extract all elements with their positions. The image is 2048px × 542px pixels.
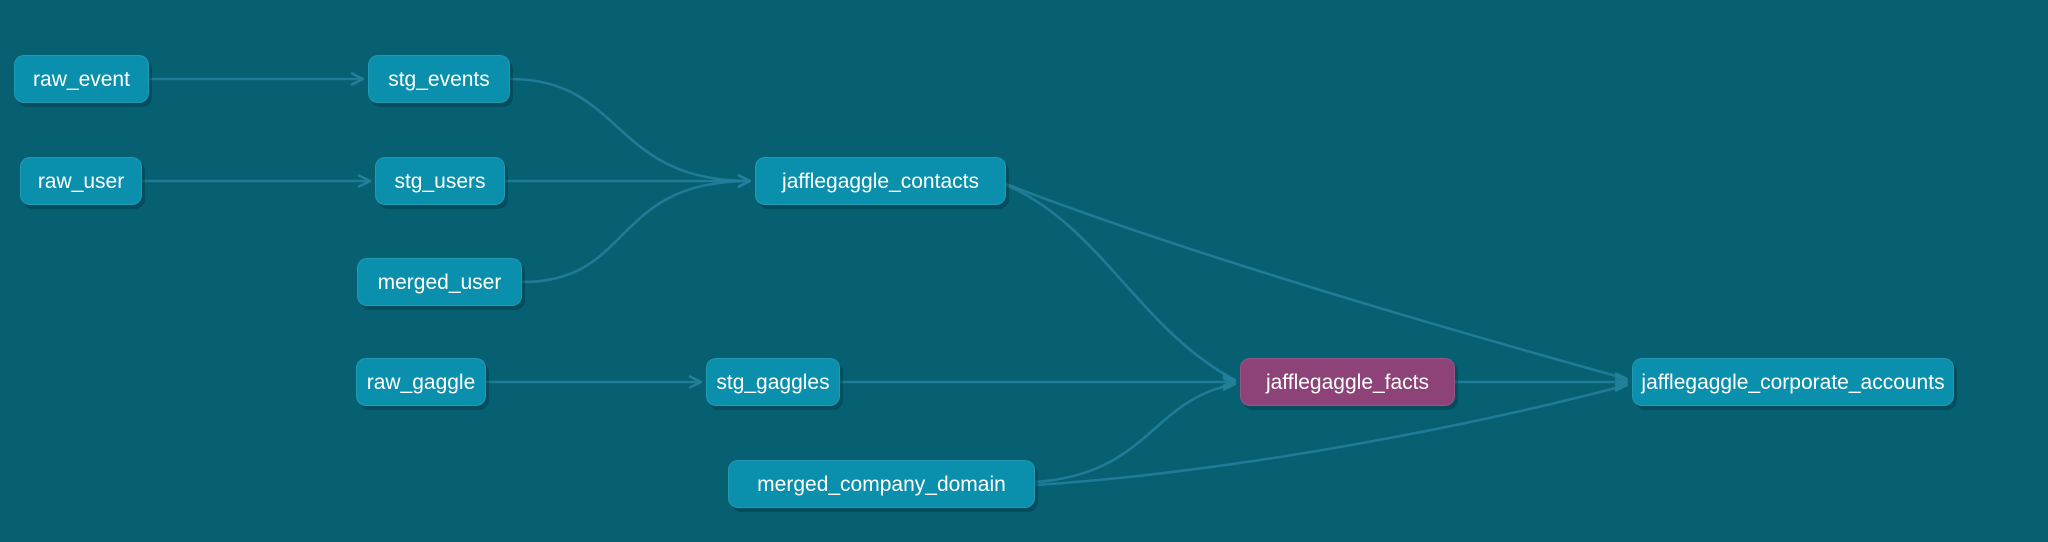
edge-jafflegaggle_contacts-to-jafflegaggle_facts <box>1005 183 1235 380</box>
graph-node-raw_gaggle[interactable]: raw_gaggle <box>356 358 486 406</box>
graph-node-raw_event[interactable]: raw_event <box>14 55 149 103</box>
graph-node-label: merged_user <box>377 270 502 294</box>
edge-merged_user-to-jafflegaggle_contacts <box>521 181 750 284</box>
edge-jafflegaggle_contacts-to-jafflegaggle_corporate_accounts <box>1005 182 1627 379</box>
graph-node-label: stg_users <box>394 169 486 193</box>
graph-node-label: jafflegaggle_facts <box>1265 370 1430 394</box>
graph-node-label: jafflegaggle_contacts <box>782 169 979 193</box>
graph-node-jafflegaggle_corporate_accounts[interactable]: jafflegaggle_corporate_accounts <box>1632 358 1954 406</box>
graph-node-merged_user[interactable]: merged_user <box>357 258 522 306</box>
graph-node-label: raw_gaggle <box>366 370 476 394</box>
edge-merged_company_domain-to-jafflegaggle_corporate_accounts <box>1034 385 1627 487</box>
graph-node-label: stg_gaggles <box>716 370 830 394</box>
graph-node-label: stg_events <box>388 67 490 91</box>
graph-node-label: merged_company_domain <box>757 472 1006 496</box>
graph-node-stg_users[interactable]: stg_users <box>375 157 505 205</box>
graph-node-merged_company_domain[interactable]: merged_company_domain <box>728 460 1035 508</box>
graph-node-stg_events[interactable]: stg_events <box>368 55 510 103</box>
graph-node-label: raw_event <box>33 67 130 91</box>
graph-node-stg_gaggles[interactable]: stg_gaggles <box>706 358 840 406</box>
graph-node-label: raw_user <box>37 169 125 193</box>
graph-node-label: jafflegaggle_corporate_accounts <box>1641 370 1945 394</box>
graph-node-raw_user[interactable]: raw_user <box>20 157 142 205</box>
edge-merged_company_domain-to-jafflegaggle_facts <box>1034 384 1235 484</box>
graph-node-jafflegaggle_contacts[interactable]: jafflegaggle_contacts <box>755 157 1006 205</box>
graph-node-jafflegaggle_facts[interactable]: jafflegaggle_facts <box>1240 358 1455 406</box>
edge-stg_events-to-jafflegaggle_contacts <box>509 77 750 181</box>
